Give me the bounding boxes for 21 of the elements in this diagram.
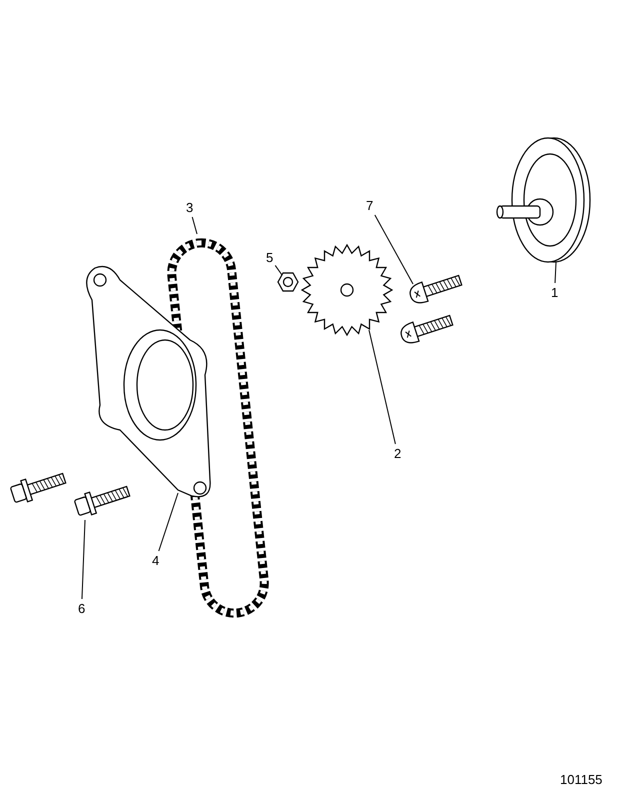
callout-number: 1 [551, 285, 558, 300]
bolt-drawing [74, 486, 130, 516]
drawing-number: 101155 [560, 772, 602, 787]
cover-plate-drawing [86, 266, 211, 498]
leader-line [192, 216, 198, 234]
leader-line [368, 330, 396, 444]
callout-number: 2 [394, 446, 402, 461]
leader-line [374, 214, 414, 284]
sprocket-drawing [300, 244, 394, 336]
callout-number: 3 [186, 200, 194, 215]
callout-number: 4 [152, 553, 160, 568]
callout-number: 5 [266, 250, 274, 265]
oil-pump-drawing [496, 137, 591, 263]
callout-number: 7 [366, 198, 374, 213]
leader-line [81, 520, 86, 600]
leader-line [274, 264, 282, 276]
callout-number: 6 [78, 601, 86, 616]
screw-drawing [410, 274, 462, 304]
leader-line [158, 492, 178, 552]
leader-line [554, 262, 556, 284]
nut-drawing [277, 272, 299, 292]
